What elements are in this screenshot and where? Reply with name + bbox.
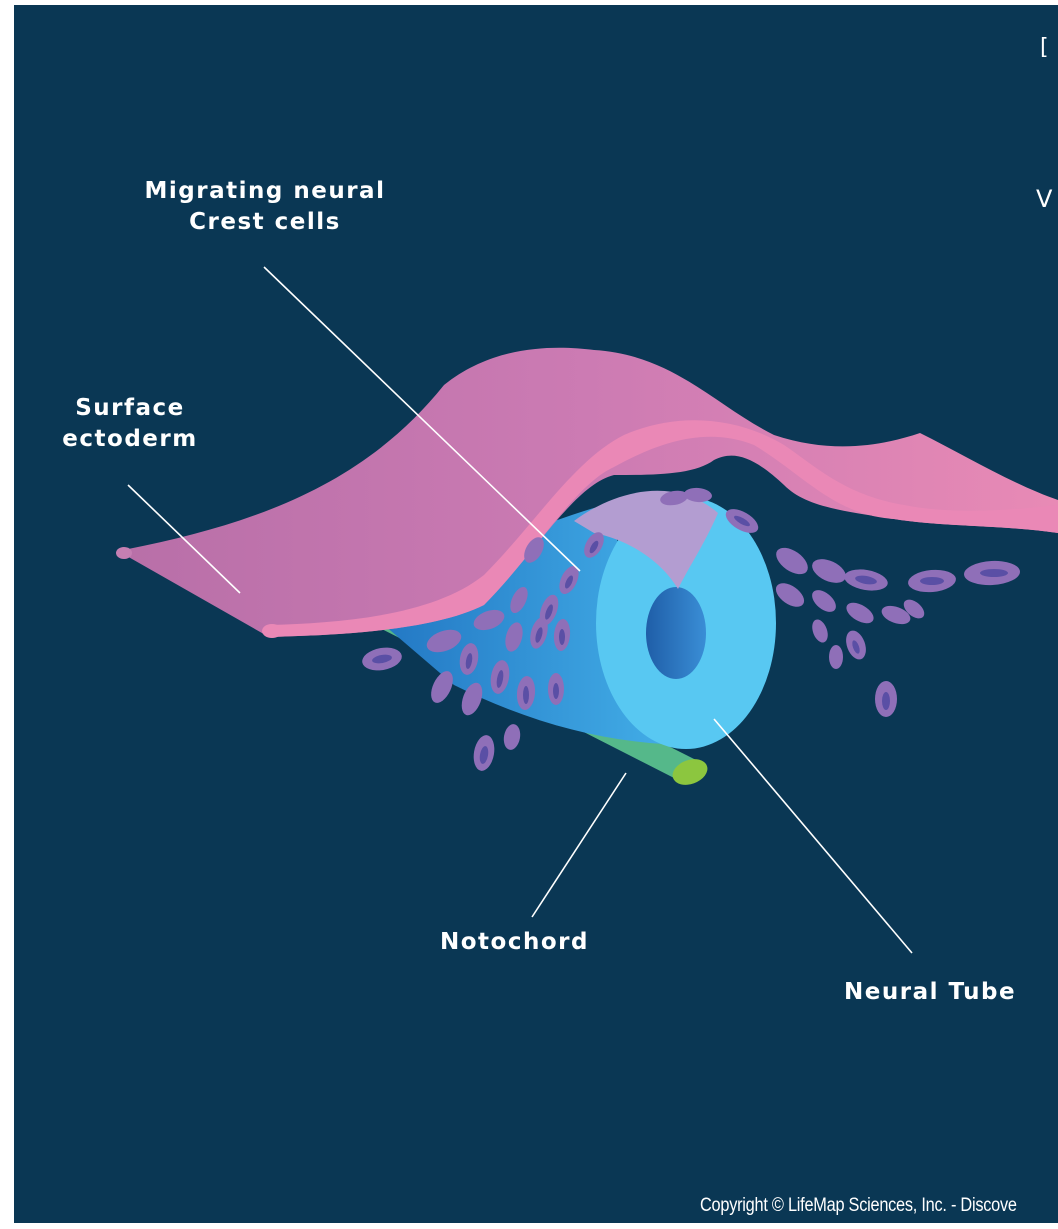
crest-cell <box>502 723 522 751</box>
leader-line-neural-tube <box>714 719 912 953</box>
copyright-notice: Copyright © LifeMap Sciences, Inc. - Dis… <box>700 1195 1017 1217</box>
edge-fragment-mid: V <box>1036 185 1052 213</box>
crest-cell <box>843 599 877 628</box>
diagram-canvas: Migrating neural Crest cells Surface ect… <box>14 5 1058 1223</box>
label-notochord: Notochord <box>440 927 589 958</box>
crest-cell <box>772 578 809 611</box>
crest-cell <box>808 554 849 587</box>
crest-cell <box>808 586 840 616</box>
label-surface-ectoderm: Surface ectoderm <box>50 393 210 455</box>
label-neural-tube: Neural Tube <box>844 977 1016 1008</box>
crest-cell <box>829 645 843 669</box>
crest-cell <box>809 617 830 644</box>
edge-fragment-top: [ <box>1040 35 1049 60</box>
leader-line-notochord <box>532 773 626 917</box>
crest-cell <box>772 542 813 579</box>
label-migrating-neural-crest-cells: Migrating neural Crest cells <box>130 176 400 238</box>
